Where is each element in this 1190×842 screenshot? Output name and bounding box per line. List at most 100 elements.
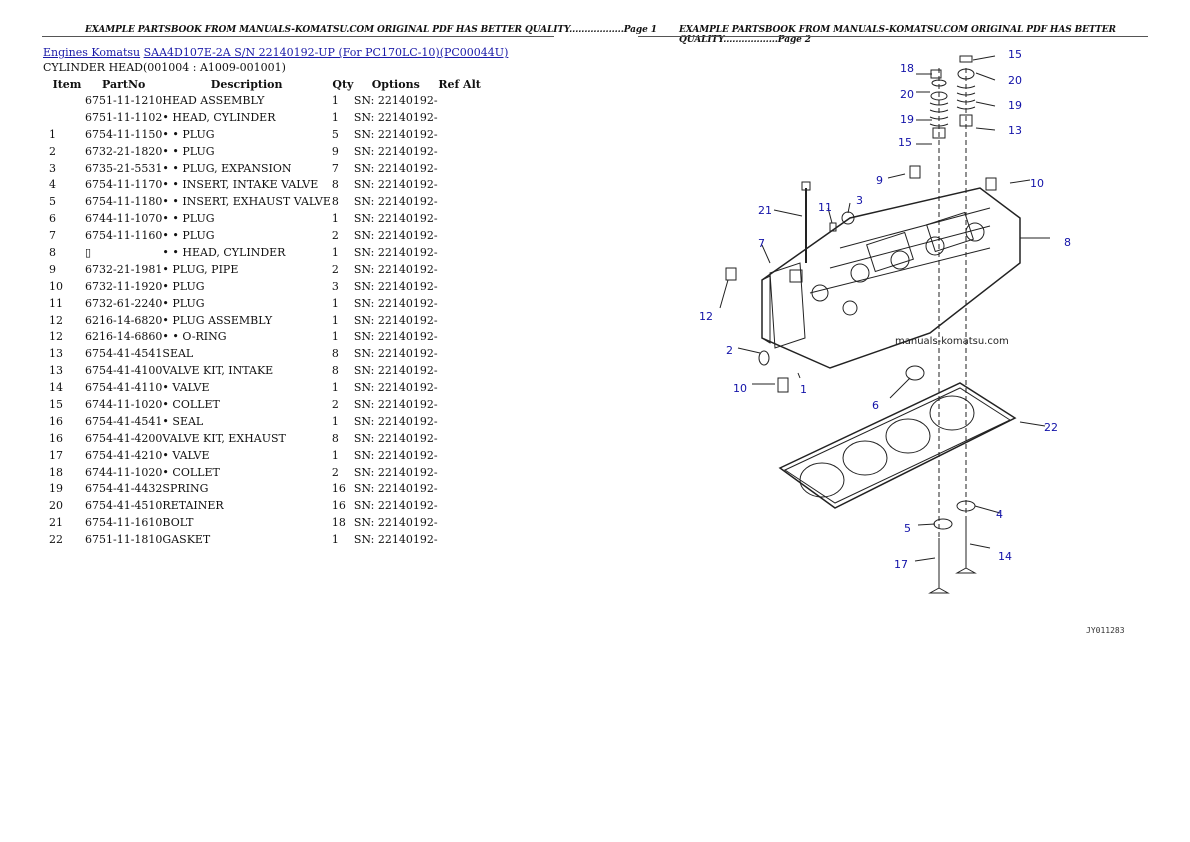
partno-cell: 6754-11-1170 — [85, 178, 163, 192]
ref-alt-cell — [438, 210, 482, 227]
options-cell: SN: 22140192- — [353, 93, 438, 107]
ref-alt-cell — [438, 396, 482, 413]
item-cell: 20 — [49, 499, 63, 513]
options-cell: SN: 22140192- — [353, 178, 438, 192]
description-cell: • • INSERT, INTAKE VALVE — [162, 178, 319, 192]
qty-cell: 18 — [331, 516, 346, 530]
figure-code: JY011283 — [1086, 626, 1125, 635]
partno-cell: 6754-41-4510 — [85, 499, 163, 513]
options-cell: SN: 22140192- — [353, 245, 438, 259]
description-cell: • • PLUG — [162, 229, 215, 243]
breadcrumb-link-model[interactable]: SAA4D107E-2A S/N 22140192-UP (For PC170L… — [143, 46, 509, 59]
callout-label: 15 — [1008, 48, 1022, 61]
description-cell: • PLUG — [162, 279, 205, 293]
options-cell: SN: 22140192- — [353, 516, 438, 530]
callout-label: 18 — [900, 62, 914, 75]
item-cell: 10 — [49, 279, 63, 293]
ref-alt-cell — [438, 379, 482, 396]
item-cell — [42, 109, 85, 126]
qty-cell: 3 — [331, 279, 339, 293]
callout-label: 6 — [872, 399, 879, 412]
page1-header-rule — [42, 36, 554, 37]
breadcrumb-link-engines[interactable]: Engines Komatsu — [43, 46, 141, 59]
description-cell: BOLT — [162, 516, 194, 530]
item-cell: 12 — [49, 313, 63, 327]
description-cell: • SEAL — [162, 414, 204, 428]
item-cell: 9 — [49, 262, 56, 276]
item-cell: 1 — [49, 127, 56, 141]
item-cell: 7 — [49, 229, 56, 243]
description-cell: • COLLET — [162, 397, 220, 411]
item-cell: 8 — [49, 245, 56, 259]
ref-alt-cell — [438, 261, 482, 278]
ref-alt-cell — [438, 227, 482, 244]
ref-alt-cell — [438, 244, 482, 261]
partno-cell: 6732-21-1981 — [85, 262, 163, 276]
description-cell: • PLUG — [162, 296, 205, 310]
description-cell: • • O-RING — [162, 330, 227, 344]
description-cell: HEAD ASSEMBLY — [162, 93, 265, 107]
ref-alt-cell — [438, 109, 482, 126]
partno-cell: 6732-61-2240 — [85, 296, 163, 310]
page1-header: EXAMPLE PARTSBOOK FROM MANUALS-KOMATSU.C… — [85, 25, 657, 35]
options-cell: SN: 22140192- — [353, 397, 438, 411]
item-cell: 18 — [49, 465, 63, 479]
options-cell: SN: 22140192- — [353, 296, 438, 310]
item-cell: 14 — [49, 381, 63, 395]
qty-cell: 16 — [331, 482, 346, 496]
options-cell: SN: 22140192- — [353, 533, 438, 547]
partno-cell: 6735-21-5531 — [85, 161, 163, 175]
partno-cell: 6754-41-4110 — [85, 381, 163, 395]
callout-label: 15 — [898, 136, 912, 149]
item-cell: 22 — [49, 533, 63, 547]
column-header-qty: Qty — [332, 77, 354, 91]
partno-cell: 6754-41-4210 — [85, 448, 163, 462]
callout-label: 17 — [894, 558, 908, 571]
description-cell: • VALVE — [162, 448, 210, 462]
callout-label: 14 — [998, 550, 1012, 563]
options-cell: SN: 22140192- — [353, 212, 438, 226]
description-cell: • PLUG, PIPE — [162, 262, 239, 276]
item-cell: 12 — [49, 330, 63, 344]
item-cell — [42, 92, 85, 109]
partno-cell: 6754-41-4541 — [85, 347, 163, 361]
options-cell: SN: 22140192- — [353, 448, 438, 462]
qty-cell: 1 — [331, 448, 339, 462]
description-cell: RETAINER — [162, 499, 224, 513]
ref-alt-cell — [438, 160, 482, 177]
options-cell: SN: 22140192- — [353, 262, 438, 276]
breadcrumb: Engines Komatsu SAA4D107E-2A S/N 2214019… — [43, 46, 508, 59]
partno-cell: 6754-41-4100 — [85, 364, 163, 378]
column-header-ref-alt: Ref Alt — [438, 77, 481, 91]
item-cell: 4 — [49, 178, 56, 192]
partno-cell: 6732-11-1920 — [85, 279, 163, 293]
partno-cell: 6751-11-1102 — [85, 110, 163, 124]
qty-cell: 7 — [331, 161, 339, 175]
item-cell: 6 — [49, 212, 56, 226]
options-cell: SN: 22140192- — [353, 482, 438, 496]
callout-label: 10 — [1030, 177, 1044, 190]
partno-cell: 6754-11-1150 — [85, 127, 163, 141]
options-cell: SN: 22140192- — [353, 414, 438, 428]
item-cell: 21 — [49, 516, 63, 530]
qty-cell: 1 — [331, 533, 339, 547]
partno-cell: 6754-11-1160 — [85, 229, 163, 243]
column-header-description: Description — [210, 77, 283, 91]
ref-alt-cell — [438, 126, 482, 143]
options-cell: SN: 22140192- — [353, 161, 438, 175]
ref-alt-cell — [438, 92, 482, 109]
